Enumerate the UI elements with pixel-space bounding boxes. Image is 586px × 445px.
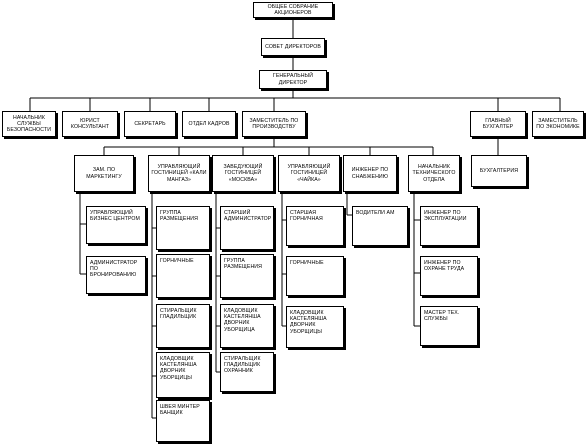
node-label: Инженер по снабжению bbox=[351, 167, 389, 180]
node-label: Заведующий гостиницей «Москва» bbox=[223, 164, 263, 183]
node-security-head: Начальник службы безопасности bbox=[2, 111, 56, 137]
node-label: Старший администратор bbox=[224, 210, 272, 223]
node-label: Администратор по бронированию bbox=[90, 260, 138, 279]
node-label: Группа размещения bbox=[160, 210, 198, 223]
node-label: Водители АМ bbox=[356, 210, 395, 216]
node-h2-senior-admin: Старший администратор bbox=[220, 206, 274, 250]
node-label: Кладовщик кастелянша дворник уборщица bbox=[224, 308, 261, 333]
node-legal: Юрист консультант bbox=[62, 111, 118, 137]
node-h1-placement-group: Группа размещения bbox=[156, 206, 210, 250]
node-h2-laundry-guard: Стиральщик гладильщик охранник bbox=[220, 352, 274, 392]
node-tech-master: Мастер тех. службы bbox=[420, 306, 478, 346]
node-label: Кладовщик кастелянша дворник уборщицы bbox=[160, 356, 197, 381]
node-label: Инженер по охране труда bbox=[424, 260, 465, 273]
node-operations-engineer: Инженер по эксплуатации bbox=[420, 206, 478, 246]
node-label: Кладовщик кастелянша дворник уборщицы bbox=[290, 310, 327, 335]
node-safety-engineer: Инженер по охране труда bbox=[420, 256, 478, 296]
node-label: Секретарь bbox=[134, 120, 166, 127]
node-chief-accountant: Главный бухгалтер bbox=[470, 111, 526, 137]
node-deputy-marketing: Зам. по маркетингу bbox=[74, 155, 134, 192]
node-label: Управляющий гостиницей «Кали Мангаз» bbox=[151, 164, 207, 183]
node-label: Стиральщик гладильщик bbox=[160, 308, 197, 321]
node-drivers: Водители АМ bbox=[352, 206, 408, 246]
node-label: Управляющий гостиницей «Чайка» bbox=[287, 164, 331, 183]
node-label: Начальник службы безопасности bbox=[6, 114, 52, 134]
node-shareholders: Общее собрание акционеров bbox=[253, 2, 333, 18]
node-label: Группа размещения bbox=[224, 258, 262, 271]
node-label: Стиральщик гладильщик охранник bbox=[224, 356, 261, 375]
node-manager-hotel-3: Управляющий гостиницей «Чайка» bbox=[278, 155, 340, 192]
node-label: Бухгалтерия bbox=[479, 167, 519, 174]
node-ceo: Генеральный директор bbox=[259, 70, 327, 89]
node-supply-engineer: Инженер по снабжению bbox=[343, 155, 397, 192]
node-manager-hotel-1: Управляющий гостиницей «Кали Мангаз» bbox=[148, 155, 210, 192]
node-label: Главный бухгалтер bbox=[482, 117, 514, 130]
node-business-center-manager: Управляющий бизнес центром bbox=[86, 206, 146, 244]
node-deputy-economics: Заместитель по экономике bbox=[532, 111, 584, 137]
node-label: Заместитель по экономике bbox=[536, 117, 580, 130]
node-label: Совет директоров bbox=[265, 43, 321, 50]
node-h1-maids: Горничные bbox=[156, 254, 210, 298]
node-label: Отдел кадров bbox=[188, 120, 230, 127]
node-label: Инженер по эксплуатации bbox=[424, 210, 467, 223]
node-h3-storekeeper: Кладовщик кастелянша дворник уборщицы bbox=[286, 306, 344, 348]
node-label: Горничные bbox=[160, 258, 194, 264]
node-manager-hotel-2: Заведующий гостиницей «Москва» bbox=[212, 155, 274, 192]
node-board: Совет директоров bbox=[261, 38, 325, 56]
node-label: Заместитель по производству bbox=[249, 117, 299, 130]
node-h2-storekeeper: Кладовщик кастелянша дворник уборщица bbox=[220, 304, 274, 348]
node-label: Генеральный директор bbox=[272, 73, 314, 86]
node-booking-admin: Администратор по бронированию bbox=[86, 256, 146, 294]
node-h3-maids: Горничные bbox=[286, 256, 344, 296]
node-chief-technical: Начальник технического отдела bbox=[408, 155, 460, 192]
node-hr: Отдел кадров bbox=[182, 111, 236, 137]
node-label: Управляющий бизнес центром bbox=[90, 210, 140, 223]
node-secretary: Секретарь bbox=[124, 111, 176, 137]
node-label: Горничные bbox=[290, 260, 324, 266]
node-label: Общее собрание акционеров bbox=[267, 3, 319, 16]
node-h3-senior-maid: Старшая горничная bbox=[286, 206, 344, 246]
node-label: Старшая горничная bbox=[290, 210, 323, 223]
node-h2-placement-group: Группа размещения bbox=[220, 254, 274, 298]
node-label: Мастер тех. службы bbox=[424, 310, 460, 323]
node-h1-storekeeper: Кладовщик кастелянша дворник уборщицы bbox=[156, 352, 210, 398]
node-h1-seamstress: Швея Минтер банщик bbox=[156, 400, 210, 442]
node-accounting: Бухгалтерия bbox=[471, 155, 527, 187]
node-label: Швея Минтер банщик bbox=[160, 404, 200, 417]
node-label: Начальник технического отдела bbox=[412, 164, 456, 183]
node-label: Юрист консультант bbox=[70, 117, 110, 130]
node-h1-laundry: Стиральщик гладильщик bbox=[156, 304, 210, 348]
node-deputy-production: Заместитель по производству bbox=[242, 111, 306, 137]
node-label: Зам. по маркетингу bbox=[86, 167, 122, 180]
